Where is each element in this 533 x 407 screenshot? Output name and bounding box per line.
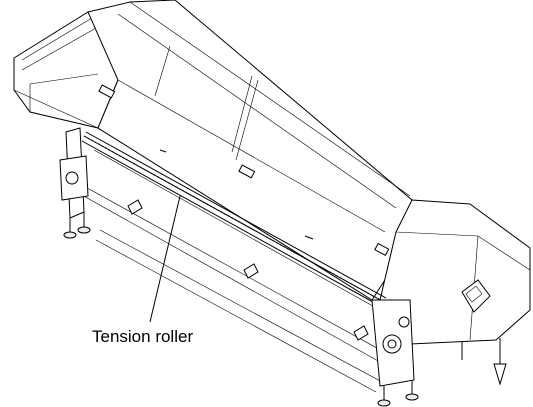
callout-leader-line	[149, 195, 181, 323]
left-stand	[59, 127, 91, 239]
right-stand	[371, 299, 507, 407]
tension-roller	[81, 131, 387, 308]
callout-label: Tension roller	[92, 327, 194, 346]
top-cover	[87, 0, 413, 301]
lower-frame	[79, 149, 385, 393]
